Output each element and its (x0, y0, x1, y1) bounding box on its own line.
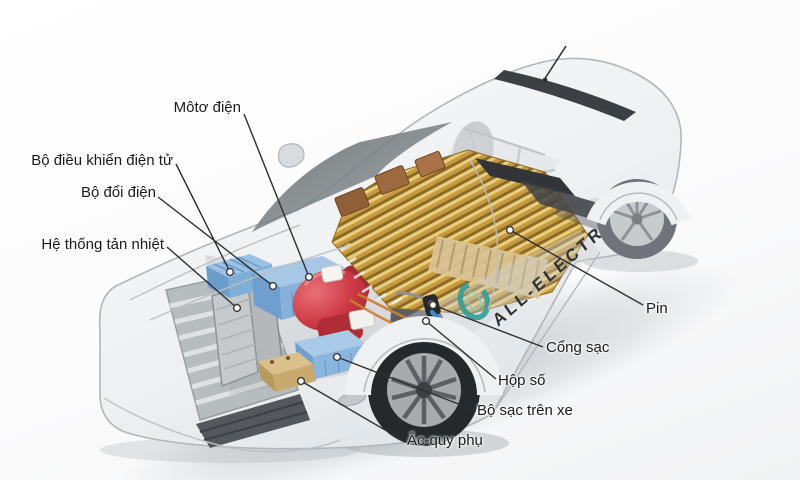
dot-gearbox (421, 316, 431, 326)
leader-controller (175, 163, 231, 273)
callout-dots (225, 225, 515, 386)
battery-brown-modules (334, 150, 446, 217)
dot-charge-port (428, 300, 438, 310)
leader-gearbox (425, 320, 497, 380)
label-charge-port: Cổng sạc (546, 339, 610, 356)
label-motor: Môtơ điện (173, 99, 241, 116)
lower-air-intake (196, 394, 310, 448)
dot-controller (225, 267, 235, 277)
leader-battery (509, 229, 644, 306)
battery-comb (428, 236, 548, 299)
leader-lines (157, 113, 644, 442)
leader-onboard-charger (336, 356, 475, 411)
antenna (543, 45, 567, 81)
side-mirror (277, 143, 305, 168)
aux-battery-box (258, 352, 316, 392)
rear-wheel (586, 179, 691, 259)
coolant-tanks (320, 264, 376, 330)
label-battery: Pin (646, 300, 668, 317)
leader-inverter (157, 196, 274, 287)
dot-cooling (232, 303, 242, 313)
dot-inverter (268, 281, 278, 291)
label-gearbox: Hộp số (498, 372, 546, 389)
label-cooling: Hệ thống tản nhiệt (41, 236, 164, 253)
dot-onboard-charger (332, 352, 342, 362)
antenna-base (542, 77, 548, 83)
label-inverter: Bộ đổi điện (80, 184, 156, 201)
dot-motor (304, 272, 314, 282)
label-controller: Bộ điều khiển điện tử (31, 152, 173, 169)
label-onboard-charger: Bộ sạc trên xe (477, 402, 573, 419)
dot-battery (505, 225, 515, 235)
front-wheel (345, 316, 503, 446)
label-aux-battery: Ắc-quy phụ (407, 432, 483, 449)
leader-aux-battery (300, 380, 405, 442)
rear-window-stripe (494, 70, 636, 121)
windshield-glass (252, 122, 452, 232)
brand-logo-swirl (457, 281, 491, 321)
body-lines (103, 159, 601, 453)
dot-aux-battery (296, 376, 306, 386)
leader-cooling (166, 246, 238, 309)
leader-charge-port (432, 304, 544, 348)
leader-motor (243, 113, 310, 278)
